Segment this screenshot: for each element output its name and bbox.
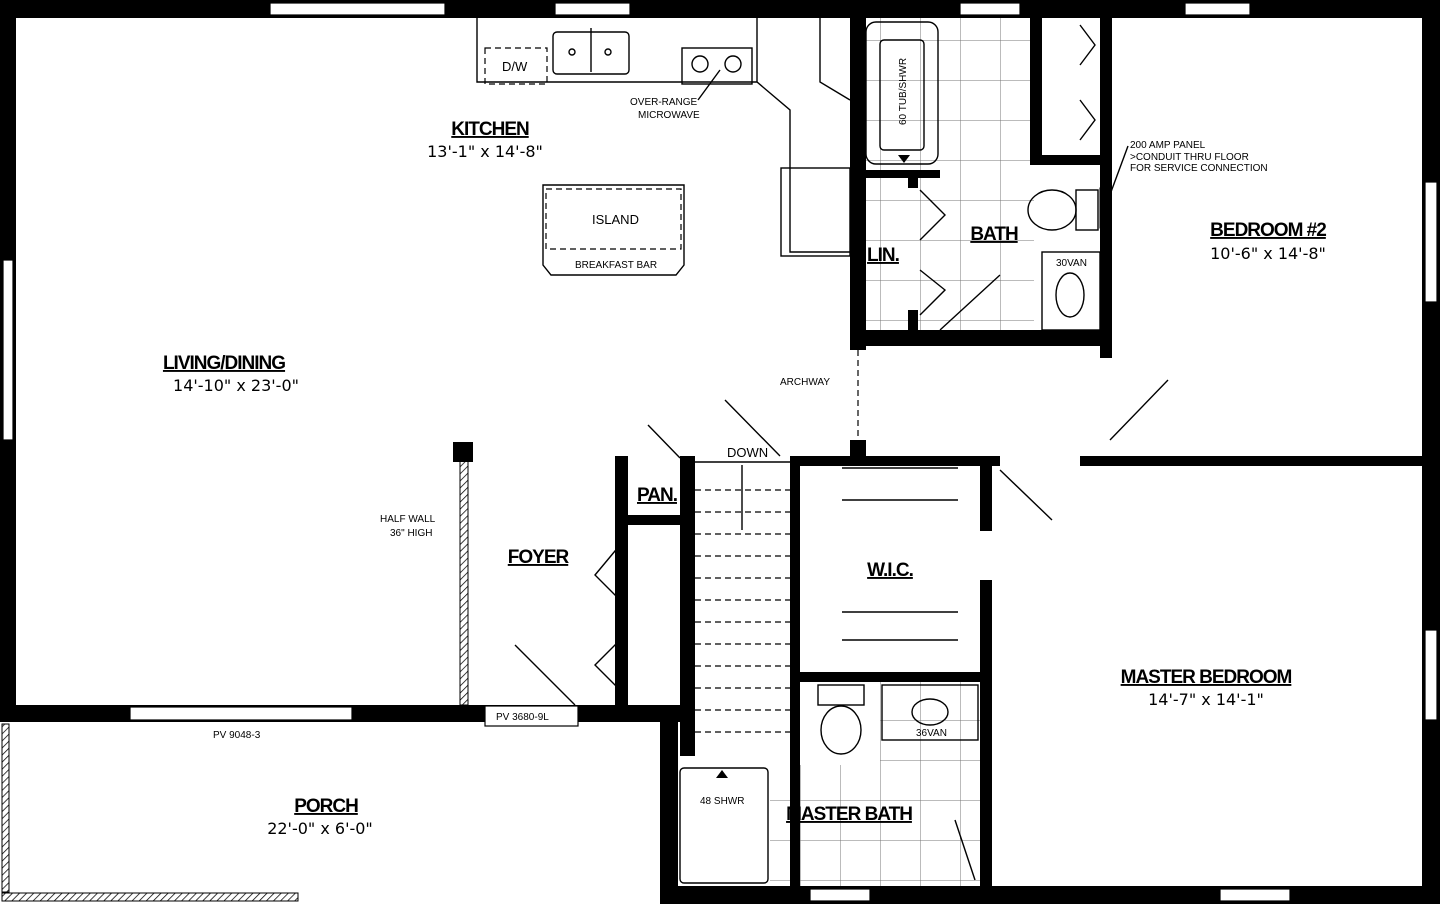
microwave-label-1: OVER-RANGE — [630, 97, 698, 108]
porch-title: PORCH — [294, 796, 358, 817]
microwave-label-2: MICROWAVE — [638, 110, 700, 121]
dishwasher-label: D/W — [502, 59, 528, 74]
island-label: ISLAND — [592, 212, 639, 227]
bath-title: BATH — [970, 224, 1018, 245]
master-title: MASTER BEDROOM — [1121, 667, 1292, 688]
foyer-title: FOYER — [508, 547, 570, 568]
porch-railing-bottom — [1, 892, 299, 902]
half-wall-label-1: HALF WALL — [380, 514, 436, 525]
kitchen-counters — [476, 18, 851, 257]
pantry-title: PAN. — [637, 485, 677, 506]
half-wall — [459, 459, 469, 706]
porch-railing-left — [1, 723, 10, 893]
stairs-down-label: DOWN — [727, 445, 768, 460]
vanity36-label: 36VAN — [916, 728, 947, 739]
master-bath-title: MASTER BATH — [786, 804, 912, 825]
shower48-label: 48 SHWR — [700, 796, 744, 807]
half-wall-label-2: 36" HIGH — [390, 528, 432, 539]
panel-note-2: >CONDUIT THRU FLOOR — [1130, 152, 1249, 163]
panel-note-3: FOR SERVICE CONNECTION — [1130, 163, 1268, 174]
panel-note-1: 200 AMP PANEL — [1130, 140, 1206, 151]
bath-fixtures — [865, 21, 1111, 331]
master-bath-fixtures — [679, 467, 979, 884]
linen-title: LIN. — [867, 245, 899, 266]
master-size: 14'-7" x 14'-1" — [1148, 690, 1264, 709]
front-door-label: PV 3680-9L — [496, 712, 549, 723]
kitchen-size: 13'-1" x 14'-8" — [427, 142, 543, 161]
tub-label: 60 TUB/SHWR — [898, 58, 909, 125]
living-title: LIVING/DINING — [163, 353, 285, 374]
doors — [514, 24, 1169, 881]
stairs — [695, 461, 790, 733]
porch-size: 22'-0" x 6'-0" — [267, 819, 373, 838]
master-bath-tile-floor — [770, 765, 980, 886]
living-size: 14'-10" x 23'-0" — [173, 376, 299, 395]
vanity30-label: 30VAN — [1056, 258, 1087, 269]
archway-label: ARCHWAY — [780, 377, 830, 388]
breakfast-bar-label: BREAKFAST BAR — [575, 260, 657, 271]
bedroom2-size: 10'-6" x 14'-8" — [1210, 244, 1326, 263]
wic-title: W.I.C. — [867, 560, 913, 581]
front-window-label: PV 9048-3 — [213, 730, 261, 741]
island — [542, 184, 685, 276]
kitchen-title: KITCHEN — [451, 119, 529, 140]
bedroom2-title: BEDROOM #2 — [1210, 220, 1326, 241]
